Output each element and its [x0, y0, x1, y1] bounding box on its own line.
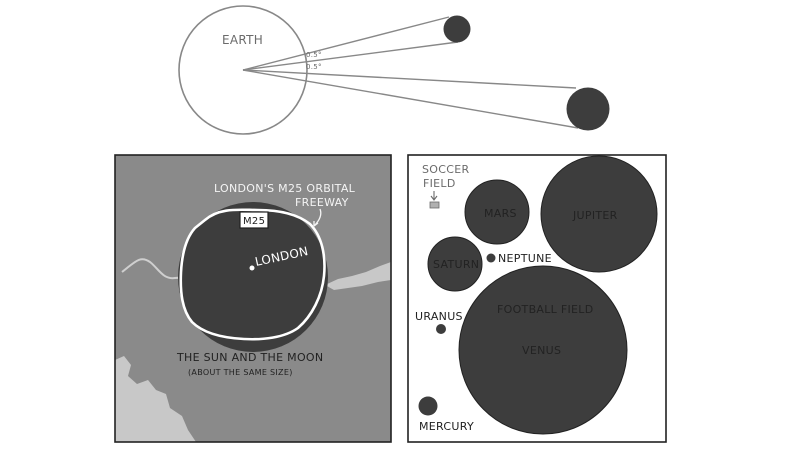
- map-caption-line2: (ABOUT THE SAME SIZE): [188, 368, 293, 377]
- m25-callout-line2: FREEWAY: [295, 196, 349, 209]
- soccer-field-arrow: [430, 191, 438, 201]
- soccer-field-label-line2: FIELD: [423, 177, 456, 190]
- london-point: [249, 265, 255, 271]
- jupiter-disc: [540, 155, 658, 273]
- m25-road-shield: [239, 211, 269, 229]
- planets-panel: SOCCER FIELD MARS JUPITER SATURN NEPTUNE…: [407, 154, 667, 443]
- soccer-field-label-line1: SOCCER: [422, 163, 469, 176]
- uranus-disc: [436, 324, 446, 334]
- mars-disc: [464, 179, 530, 245]
- neptune-label: NEPTUNE: [498, 252, 552, 265]
- sun-sight-line-upper: [242, 69, 577, 89]
- thames-estuary: [325, 262, 391, 290]
- soccer-field-marker: [429, 201, 440, 209]
- map-water: [115, 356, 196, 442]
- mars-label: MARS: [484, 207, 517, 220]
- moon-sight-line-upper: [242, 16, 450, 71]
- m25-freeway-ring: [179, 208, 326, 341]
- venus-label: VENUS: [522, 344, 561, 357]
- mercury-disc: [418, 396, 438, 416]
- earth-diagram: EARTH 0.5° 0.5°: [178, 5, 610, 135]
- jupiter-label: JUPITER: [572, 209, 618, 222]
- angle-mark-upper: 0.5°: [306, 51, 322, 59]
- neptune-disc: [486, 253, 496, 263]
- map-panel-border: [114, 154, 392, 443]
- sun-moon-disc: [178, 202, 328, 352]
- m25-shield-label: M25: [243, 216, 265, 227]
- map-caption-line1: THE SUN AND THE MOON: [176, 351, 323, 364]
- saturn-label: SATURN: [433, 258, 479, 271]
- sun-sight-line-lower: [242, 69, 579, 129]
- moon-disc: [443, 15, 471, 43]
- angle-mark-lower: 0.5°: [306, 63, 322, 71]
- earth-label: EARTH: [222, 33, 263, 47]
- callout-arrow-head: [313, 221, 319, 227]
- saturn-disc: [427, 236, 483, 292]
- moon-sight-line-lower: [242, 41, 459, 71]
- football-field-label: FOOTBALL FIELD: [497, 303, 594, 316]
- venus-disc: [458, 265, 628, 435]
- london-map-panel: M25 LONDON'S M25 ORBITAL FREEWAY LONDON …: [114, 154, 392, 443]
- mercury-label: MERCURY: [419, 420, 474, 433]
- m25-callout-line1: LONDON'S M25 ORBITAL: [214, 182, 356, 195]
- sun-disc: [566, 87, 610, 131]
- uranus-label: URANUS: [415, 310, 463, 323]
